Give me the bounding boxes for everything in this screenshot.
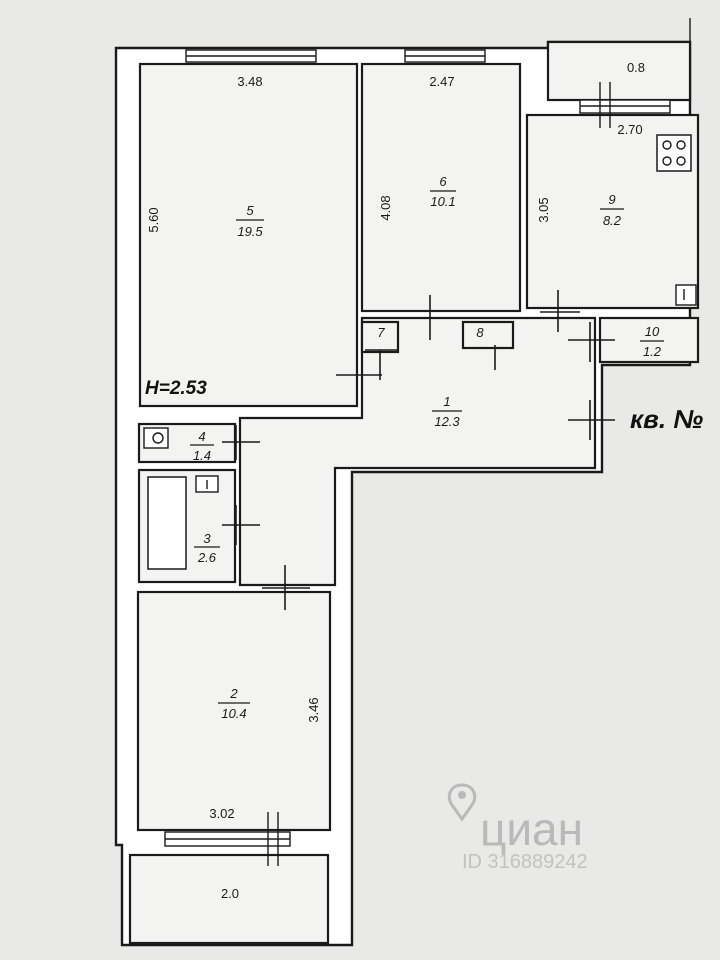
location-pin-icon — [447, 783, 477, 822]
room-area: 8.2 — [603, 213, 622, 228]
dimension-room6-width: 2.47 — [429, 74, 454, 89]
room-number: 5 — [246, 203, 254, 218]
watermark-id: ID 316889242 — [462, 851, 588, 873]
watermark: циан ID 316889242 — [447, 783, 588, 873]
bathtub-icon — [147, 476, 187, 570]
washbasin-icon — [195, 475, 219, 493]
room-area: 10.1 — [430, 194, 455, 209]
dimension-balcony-bottom: 2.0 — [221, 886, 239, 901]
room-area: 2.6 — [197, 550, 217, 565]
room-area: 19.5 — [237, 224, 263, 239]
dimension-room5-width: 3.48 — [237, 74, 262, 89]
room-number: 6 — [439, 174, 447, 189]
room-number: 7 — [377, 325, 385, 340]
room-area: 12.3 — [434, 414, 460, 429]
dimension-room5-height: 5.60 — [146, 207, 161, 232]
dimension-room9-height: 3.05 — [536, 197, 551, 222]
watermark-brand: циан — [480, 803, 583, 855]
balcony-top — [546, 40, 692, 102]
dimension-balcony-top: 0.8 — [627, 60, 645, 75]
room-6 — [360, 62, 522, 313]
room-area: 10.4 — [221, 706, 246, 721]
door-markers — [222, 290, 615, 610]
room-10 — [598, 316, 700, 364]
stove-icon — [656, 134, 692, 172]
room-number: 9 — [608, 192, 615, 207]
room-area: 1.2 — [643, 344, 662, 359]
dimension-room6-height: 4.08 — [378, 195, 393, 220]
room-number: 4 — [198, 429, 205, 444]
room-number: 2 — [229, 686, 238, 701]
ceiling-height-label: H=2.53 — [145, 378, 207, 399]
room-number: 3 — [203, 531, 211, 546]
balcony-bottom — [128, 853, 330, 945]
room-number: 10 — [645, 324, 660, 339]
dimension-room9-width: 2.70 — [617, 122, 642, 137]
dimension-room2-height: 3.46 — [306, 697, 321, 722]
room-number: 1 — [443, 394, 450, 409]
dimension-room2-width: 3.02 — [209, 806, 234, 821]
room-1 — [238, 316, 597, 587]
room-area: 1.4 — [193, 448, 211, 463]
toilet-icon — [143, 427, 169, 449]
apartment-label: кв. № — [630, 404, 703, 434]
room-5 — [138, 62, 359, 408]
room-2 — [136, 590, 332, 832]
room-number: 8 — [476, 325, 484, 340]
kitchen-sink-icon — [675, 284, 697, 306]
room-8 — [461, 320, 515, 350]
